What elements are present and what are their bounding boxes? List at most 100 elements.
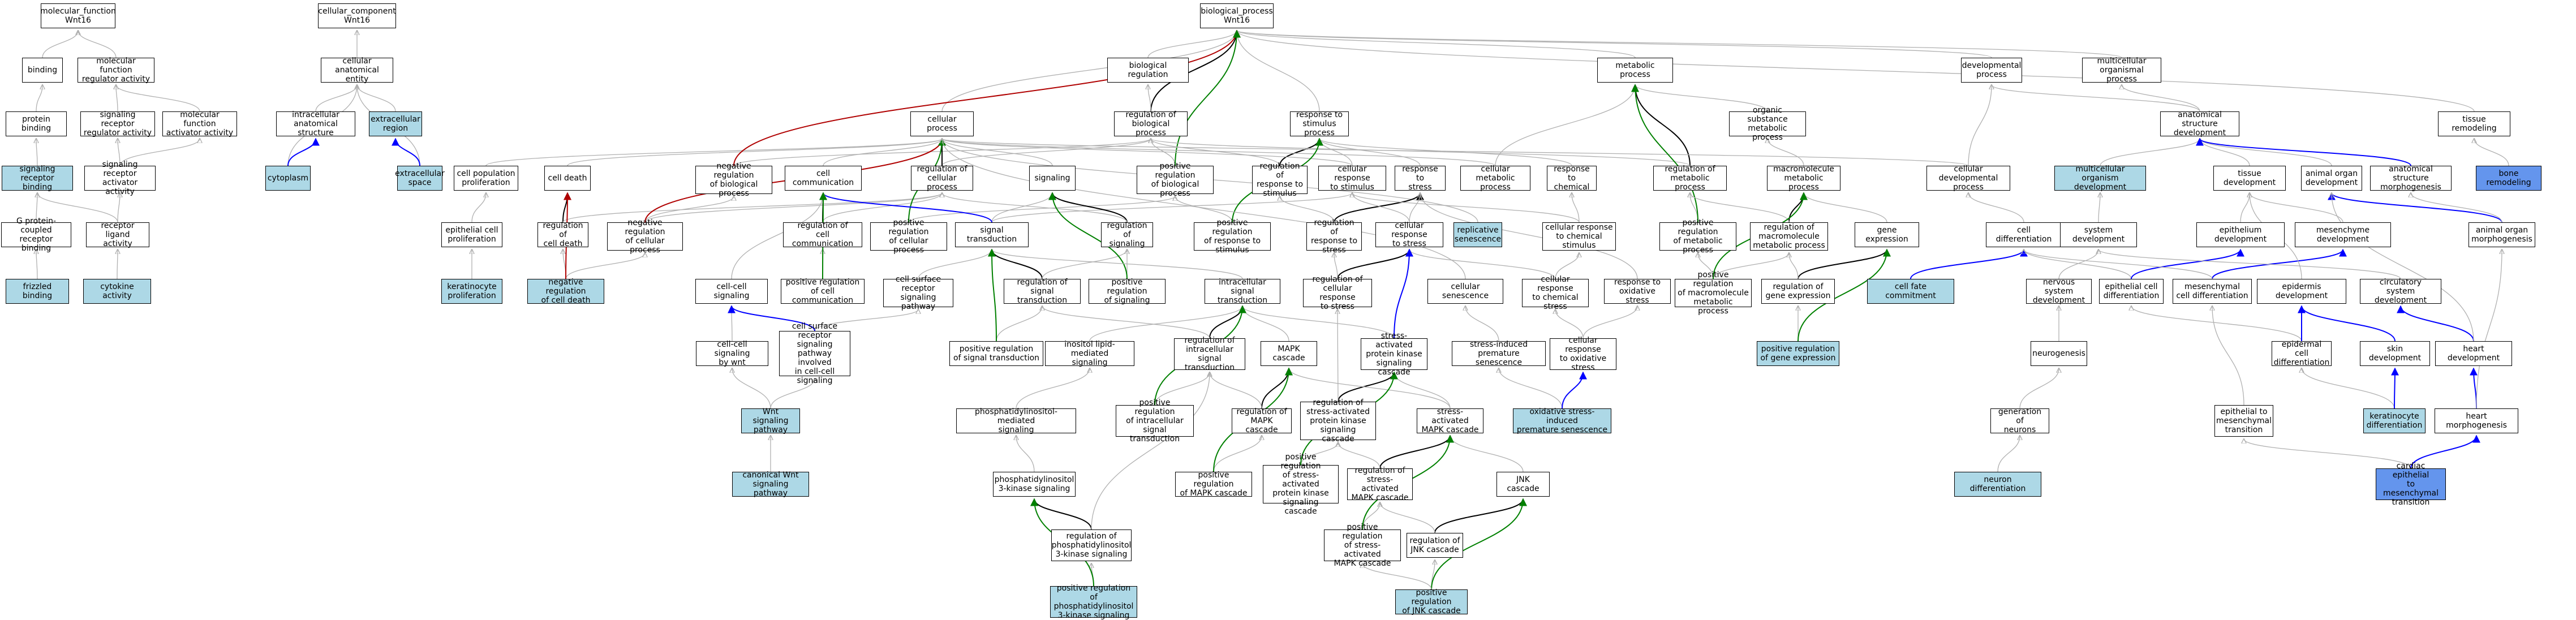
node-metab[interactable]: metabolic process [1597, 58, 1673, 83]
node-ccswnt[interactable]: cell-cell signaling by wnt [696, 340, 768, 367]
node-cardemt[interactable]: cardiac epithelial to mesenchymal transi… [2376, 462, 2446, 507]
node-cellsen[interactable]: cellular senescence [1427, 279, 1503, 304]
node-cytokine[interactable]: cytokine activity [83, 279, 151, 304]
node-devproc[interactable]: developmental process [1961, 58, 2022, 83]
node-posregmp[interactable]: positive regulation of metabolic process [1659, 218, 1736, 255]
node-intrast[interactable]: intracellular signal transduction [1205, 278, 1280, 305]
node-mcd[interactable]: mesenchymal cell differentiation [2173, 279, 2252, 304]
node-posregbp[interactable]: positive regulation of biological proces… [1137, 162, 1214, 198]
node-kerprol[interactable]: keratinocyte proliferation [441, 279, 502, 304]
node-celldev[interactable]: cellular developmental process [1926, 165, 2010, 192]
node-regmapk[interactable]: regulation of MAPK cascade [1232, 407, 1292, 434]
node-csd[interactable]: circulatory system development [2360, 278, 2441, 305]
node-wntpath[interactable]: Wnt signaling pathway [741, 407, 800, 434]
node-posregmapk[interactable]: positive regulation of MAPK cascade [1175, 471, 1252, 498]
node-mf[interactable]: molecular_function Wnt16 [40, 3, 116, 28]
node-cc[interactable]: cellular_component Wnt16 [318, 3, 396, 28]
node-csrspwnt[interactable]: cell surface receptor signaling pathway … [779, 322, 850, 385]
node-regcrts[interactable]: regulation of cellular response to stres… [1303, 275, 1372, 311]
node-bioreg[interactable]: biological regulation [1107, 58, 1189, 83]
node-csrsp[interactable]: cell surface receptor signaling pathway [883, 275, 953, 311]
node-negregcd[interactable]: negative regulation of cell death [527, 278, 604, 305]
node-regist[interactable]: regulation of intracellular signal trans… [1174, 336, 1245, 372]
node-binding[interactable]: binding [22, 58, 63, 83]
node-mfaa[interactable]: molecular function activator activity [162, 110, 237, 137]
node-geneexp[interactable]: gene expression [1855, 222, 1919, 247]
node-regge[interactable]: regulation of gene expression [1761, 279, 1835, 304]
node-pims[interactable]: phosphatidylinositol-mediated signaling [956, 407, 1076, 434]
node-heartmorph[interactable]: heart morphogenesis [2435, 408, 2518, 433]
node-sipsen[interactable]: stress-induced premature senescence [1452, 340, 1546, 367]
node-posregjnk[interactable]: positive regulation of JNK cascade [1395, 588, 1468, 615]
node-ias[interactable]: intracellular anatomical structure [276, 110, 355, 137]
node-rtox[interactable]: response to oxidative stress [1604, 278, 1671, 305]
node-aod[interactable]: animal organ development [2301, 166, 2362, 191]
node-neurdiff[interactable]: neuron differentiation [1954, 472, 2041, 497]
node-multi[interactable]: multicellular organismal process [2082, 57, 2161, 84]
node-posregsamapk[interactable]: positive regulation of stress-activated … [1324, 523, 1401, 568]
node-regst[interactable]: regulation of signal transduction [1004, 278, 1081, 305]
node-regcp[interactable]: regulation of cellular process [911, 165, 973, 192]
node-samapk[interactable]: stress-activated MAPK cascade [1417, 407, 1483, 434]
node-ecd[interactable]: epithelial cell differentiation [2099, 279, 2164, 304]
node-frizzled[interactable]: frizzled binding [6, 279, 69, 304]
node-regrts[interactable]: regulation of response to stimulus [1252, 162, 1308, 198]
node-neurogen[interactable]: neurogenesis [2031, 341, 2087, 366]
node-epicd[interactable]: epidermal cell differentiation [2272, 340, 2332, 367]
node-regcd[interactable]: regulation of cell death [537, 221, 588, 248]
node-heartdev[interactable]: heart development [2435, 341, 2512, 366]
node-rts[interactable]: response to stimulus process [1290, 110, 1349, 137]
node-negregbp[interactable]: negative regulation of biological proces… [695, 162, 772, 198]
node-regsamapk[interactable]: regulation of stress-activated MAPK casc… [1347, 466, 1413, 502]
node-epidev[interactable]: epithelium development [2196, 222, 2285, 247]
node-negregcp[interactable]: negative regulation of cellular process [607, 218, 683, 255]
node-tissdev[interactable]: tissue development [2213, 166, 2286, 191]
node-mf-reg[interactable]: molecular function regulator activity [78, 57, 154, 84]
node-extspace[interactable]: extracellular space [395, 166, 445, 191]
node-orgsub[interactable]: organic substance metabolic process [1729, 106, 1806, 142]
node-prot-bind[interactable]: protein binding [6, 111, 67, 136]
node-posregist[interactable]: positive regulation of intracellular sig… [1116, 398, 1194, 444]
node-genneur[interactable]: generation of neurons [1990, 407, 2049, 434]
node-ccsig[interactable]: cell-cell signaling [695, 279, 768, 304]
node-repsen[interactable]: replicative senescence [1453, 222, 1502, 247]
node-skindev[interactable]: skin development [2360, 341, 2430, 366]
node-posregcc[interactable]: positive regulation of cell communicatio… [781, 278, 865, 305]
node-posregpi3k[interactable]: positive regulation of phosphatidylinosi… [1050, 584, 1137, 620]
node-multidev[interactable]: multicellular organism development [2054, 165, 2146, 192]
node-mesdev[interactable]: mesenchyme development [2295, 222, 2391, 247]
node-bp[interactable]: biological_process Wnt16 [1200, 3, 1274, 28]
node-asd[interactable]: anatomical structure development [2160, 110, 2239, 137]
node-celldeath[interactable]: cell death [544, 166, 591, 191]
node-canwnt[interactable]: canonical Wnt signaling pathway [732, 471, 809, 498]
node-emt[interactable]: epithelial to mesenchymal transition [2214, 405, 2273, 437]
node-macmp[interactable]: macromolecule metabolic process [1767, 165, 1840, 192]
node-srra[interactable]: signaling receptor regulator activity [80, 110, 155, 137]
node-posregrts[interactable]: positive regulation of response to stimu… [1194, 218, 1271, 255]
node-nsd[interactable]: nervous system development [2026, 278, 2092, 305]
node-ilms[interactable]: inositol lipid-mediated signaling [1045, 340, 1134, 367]
node-rla[interactable]: receptor ligand activity [86, 221, 149, 248]
node-mapk[interactable]: MAPK cascade [1261, 341, 1317, 366]
node-regmacmp[interactable]: regulation of macromolecule metabolic pr… [1750, 222, 1828, 251]
node-rtchem[interactable]: response to chemical [1547, 165, 1597, 192]
node-signaling[interactable]: signaling [1029, 166, 1076, 191]
node-kerdiff[interactable]: keratinocyte differentiation [2363, 408, 2426, 433]
node-crts[interactable]: cellular response to stimulus [1318, 165, 1386, 192]
node-sigtrans[interactable]: signal transduction [955, 222, 1029, 247]
node-posregsig[interactable]: positive regulation of signaling [1089, 278, 1166, 305]
node-pi3k[interactable]: phosphatidylinositol 3-kinase signaling [993, 472, 1076, 497]
node-epiddev[interactable]: epidermis development [2257, 279, 2346, 304]
node-posregge[interactable]: positive regulation of gene expression [1757, 341, 1839, 366]
node-rtstress[interactable]: response to stress [1395, 165, 1446, 192]
node-aom[interactable]: animal organ morphogenesis [2469, 222, 2535, 247]
node-extreg[interactable]: extracellular region [369, 111, 422, 136]
node-cellcomm[interactable]: cell communication [785, 166, 862, 191]
node-sraa[interactable]: signaling receptor activator activity [84, 160, 156, 196]
node-crtcs[interactable]: cellular response to chemical stress [1522, 275, 1589, 311]
node-regjnk[interactable]: regulation of JNK cascade [1407, 533, 1463, 558]
node-regrtstress[interactable]: regulation of response to stress [1306, 218, 1362, 255]
node-cytoplasm[interactable]: cytoplasm [265, 166, 311, 191]
node-srb[interactable]: signaling receptor binding [2, 165, 73, 192]
node-regpi3k[interactable]: regulation of phosphatidylinositol 3-kin… [1051, 529, 1132, 561]
